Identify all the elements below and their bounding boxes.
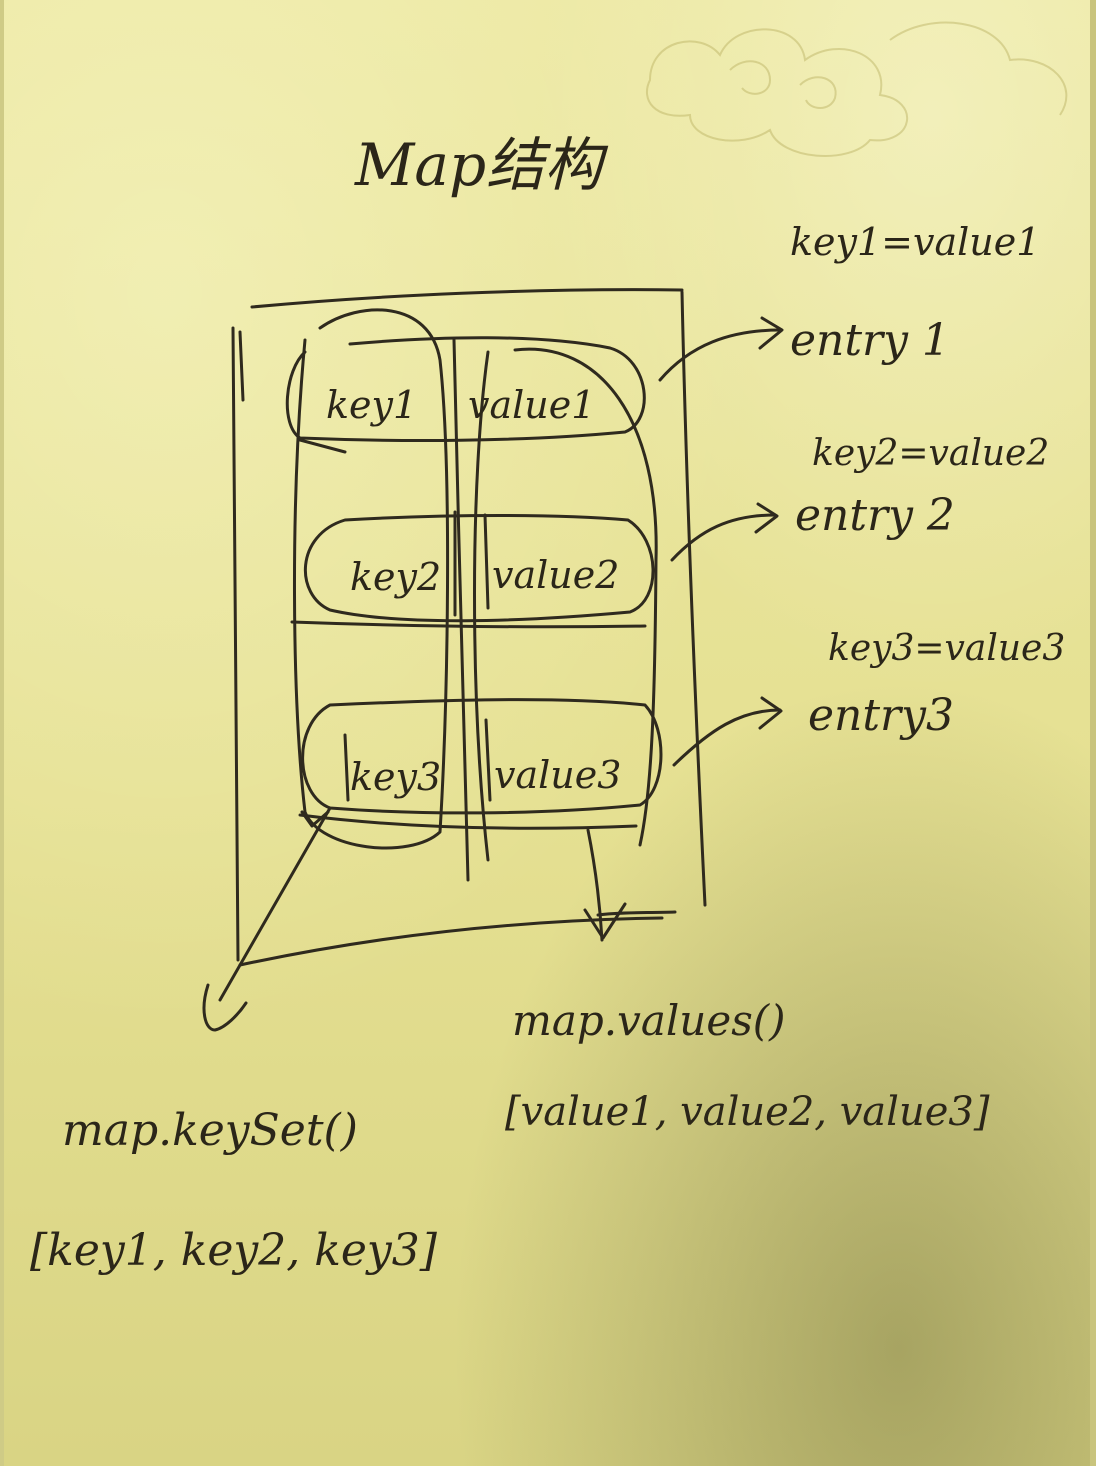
entry-1-pair: key1=value1 <box>790 220 1040 264</box>
entry-2-label: entry 2 <box>795 490 955 541</box>
cloud-watermark <box>645 21 1068 157</box>
key-cell-2: key2 <box>350 555 441 599</box>
entry-3-label: entry3 <box>808 690 954 741</box>
map-row-2: key2 value2 <box>290 510 655 629</box>
paper-edge-left <box>0 0 4 1466</box>
diagram-title: Map结构 <box>354 131 609 199</box>
entry-2-arrowhead <box>754 502 779 534</box>
key-cell-1: key1 <box>326 383 417 427</box>
entry-1-label: entry 1 <box>790 315 950 366</box>
method-labels: map.values() [value1, value2, value3] ma… <box>30 996 990 1276</box>
values-result: [value1, value2, value3] <box>505 1089 990 1135</box>
map-row-3: key3 value3 <box>298 698 663 830</box>
map-container-outline <box>231 288 707 967</box>
entry-3-arrowhead <box>758 696 783 730</box>
keyset-arrow <box>202 806 332 1032</box>
column-outlines <box>293 308 658 882</box>
value-cell-3: value3 <box>494 753 621 797</box>
entry-2-arrow <box>670 513 777 562</box>
key-cell-3: key3 <box>350 755 441 799</box>
keyset-result: [key1, key2, key3] <box>30 1225 438 1276</box>
keyset-method-call: map.keySet() <box>62 1105 358 1156</box>
entry-1-arrowhead <box>758 316 784 350</box>
value-cell-1: value1 <box>468 383 595 427</box>
entry-3-pair: key3=value3 <box>828 628 1065 669</box>
values-method-call: map.values() <box>512 996 786 1045</box>
paper-edge-right <box>1090 0 1096 1466</box>
entry-arrows <box>658 316 784 767</box>
map-row-1: key1 value1 <box>285 336 646 454</box>
entry-3-arrow <box>672 708 782 767</box>
entry-1-arrow <box>658 328 782 382</box>
entry-2-pair: key2=value2 <box>812 433 1049 474</box>
values-arrow <box>583 828 627 942</box>
value-cell-2: value2 <box>492 553 619 597</box>
entry-labels: key1=value1 entry 1 key2=value2 entry 2 … <box>790 220 1065 741</box>
